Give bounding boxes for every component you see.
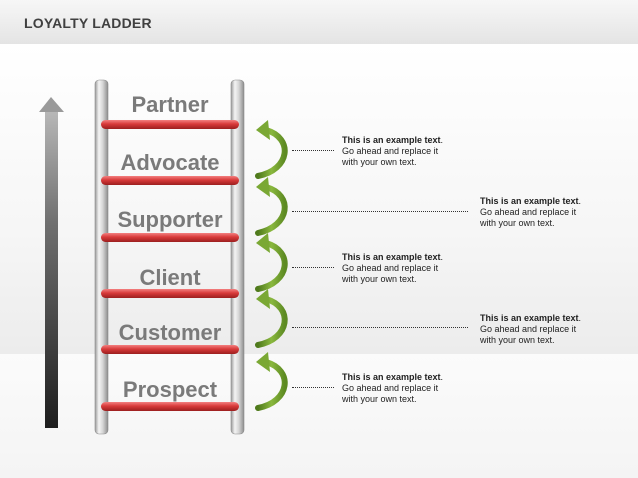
note-heading-period: . (440, 252, 444, 262)
note-line: with your own text. (480, 218, 555, 228)
note-line: Go ahead and replace it (342, 383, 439, 393)
ladder-rung (101, 176, 239, 185)
note-line: with your own text. (480, 335, 555, 345)
note-line: Go ahead and replace it (342, 146, 439, 156)
growth-arrow-icon (39, 97, 64, 428)
note-line: Go ahead and replace it (480, 207, 577, 217)
example-text-note: This is an example text. Go ahead and re… (342, 372, 492, 405)
ladder-rungs (101, 120, 239, 411)
note-heading-period: . (440, 372, 444, 382)
example-text-note: This is an example text. Go ahead and re… (480, 313, 630, 346)
header-bar: LOYALTY LADDER (0, 0, 638, 44)
curved-step-arrow-icon (255, 233, 288, 292)
leader-line (292, 150, 334, 151)
example-text-note: This is an example text. Go ahead and re… (480, 196, 630, 229)
level-label-prospect: Prospect (122, 377, 218, 402)
note-heading-period: . (440, 135, 444, 145)
leader-line (292, 387, 334, 388)
note-heading-period: . (578, 196, 582, 206)
example-text-note: This is an example text. Go ahead and re… (342, 252, 492, 285)
leader-line (292, 211, 468, 212)
level-label-client: Client (139, 265, 201, 290)
level-label-supporter: Supporter (117, 207, 223, 232)
note-heading: This is an example text (480, 196, 579, 206)
leader-line (292, 327, 468, 328)
note-line: with your own text. (342, 157, 417, 167)
note-line: Go ahead and replace it (480, 324, 577, 334)
level-label-customer: Customer (118, 320, 222, 345)
ladder-rung (101, 120, 239, 129)
level-label-partner: Partner (131, 92, 209, 117)
note-heading: This is an example text (342, 252, 441, 262)
ladder-rung (101, 289, 239, 298)
note-heading: This is an example text (480, 313, 579, 323)
note-line: with your own text. (342, 394, 417, 404)
level-label-advocate: Advocate (120, 150, 220, 175)
example-text-note: This is an example text. Go ahead and re… (342, 135, 492, 168)
ladder-rung (101, 233, 239, 242)
curved-step-arrow-icon (255, 352, 288, 411)
note-line: with your own text. (342, 274, 417, 284)
note-heading: This is an example text (342, 135, 441, 145)
leader-line (292, 267, 334, 268)
curved-step-arrow-icon (255, 120, 288, 179)
ladder-rung (101, 402, 239, 411)
note-heading: This is an example text (342, 372, 441, 382)
ladder-rung (101, 345, 239, 354)
page-title: LOYALTY LADDER (24, 15, 152, 31)
step-arrows (255, 120, 288, 411)
note-heading-period: . (578, 313, 582, 323)
curved-step-arrow-icon (255, 289, 288, 348)
curved-step-arrow-icon (255, 177, 288, 236)
note-line: Go ahead and replace it (342, 263, 439, 273)
